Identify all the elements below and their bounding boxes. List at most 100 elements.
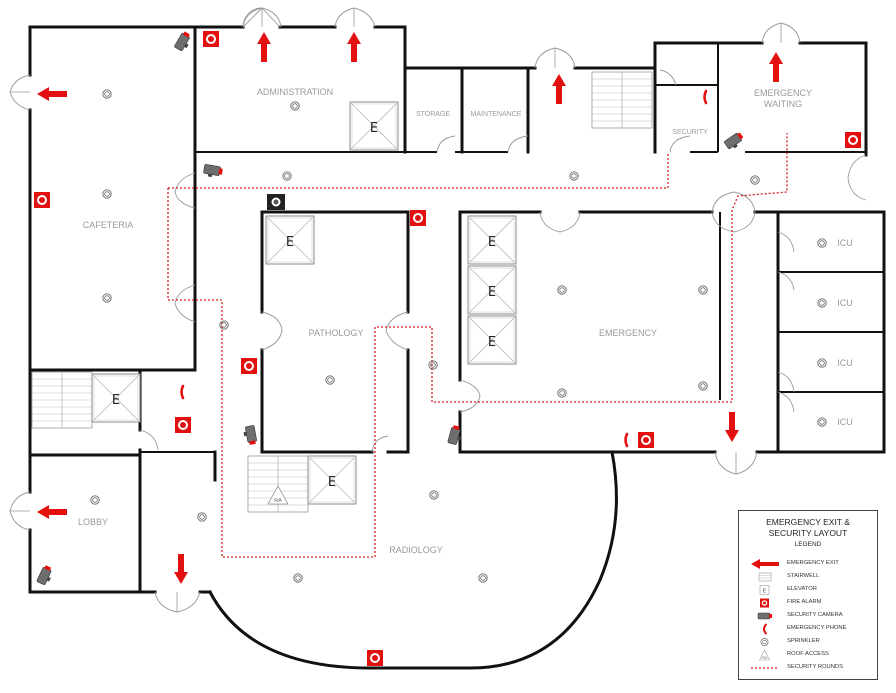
sprinkler-icon xyxy=(102,293,112,303)
stairwell-icon xyxy=(591,71,653,129)
room-label-icu-1: ICU xyxy=(837,238,853,248)
sprinkler-icon xyxy=(428,360,438,370)
roof-access-icon: RA xyxy=(759,649,770,661)
sprinkler-icon xyxy=(325,375,335,385)
emergency-exit-icon xyxy=(769,52,783,82)
security-camera-icon xyxy=(757,612,772,620)
room-label-security: SECURITY xyxy=(672,129,708,136)
fire-alarm-icon xyxy=(410,210,426,226)
fire-alarm-icon xyxy=(760,598,769,608)
security-rounds-icon xyxy=(751,667,779,669)
roof-access-icon: RA xyxy=(267,485,289,505)
legend-item-stairwell: STAIRWELL xyxy=(739,571,877,583)
room-label-emergency: EMERGENCY xyxy=(599,328,657,338)
sprinkler-icon xyxy=(557,388,567,398)
emergency-phone-icon xyxy=(703,89,708,105)
emergency-exits xyxy=(37,32,783,584)
svg-text:E: E xyxy=(286,235,294,250)
svg-text:E: E xyxy=(328,475,336,490)
sprinkler-icon xyxy=(478,573,488,583)
sprinkler-icon xyxy=(219,320,229,330)
fire-alarm-icon xyxy=(241,358,257,374)
room-label-icu-4: ICU xyxy=(837,417,853,427)
sprinkler-icon xyxy=(760,638,769,646)
room-label-emergency-waiting-2: WAITING xyxy=(764,99,802,109)
security-cameras xyxy=(36,30,747,587)
sprinkler-icon xyxy=(698,285,708,295)
elevator-icon: E xyxy=(91,373,141,423)
elevator-icon: E xyxy=(349,101,399,151)
sprinkler-icon xyxy=(698,381,708,391)
fire-alarm-icon xyxy=(203,31,219,47)
sprinkler-icon xyxy=(293,573,303,583)
sprinkler-icon xyxy=(569,171,579,181)
emergency-exit-icon xyxy=(37,505,67,519)
emergency-phones xyxy=(180,89,708,448)
sprinkler-icon xyxy=(817,298,827,308)
sprinkler-icon xyxy=(102,189,112,199)
emergency-exit-icon xyxy=(751,559,779,569)
legend-item-roof-access: RA ROOF ACCESS xyxy=(739,649,877,661)
emergency-exit-icon xyxy=(347,32,361,62)
emergency-exit-icon xyxy=(257,32,271,62)
fire-alarm-icon xyxy=(638,432,654,448)
elevator-icon: E xyxy=(467,315,517,365)
legend-item-sprinkler: SPRINKLER xyxy=(739,636,877,648)
room-label-pathology: PATHOLOGY xyxy=(309,328,364,338)
elevator-icon: E xyxy=(307,455,357,505)
legend-title: EMERGENCY EXIT & SECURITY LAYOUT xyxy=(766,517,850,538)
room-label-lobby: LOBBY xyxy=(78,517,108,527)
room-label-icu-2: ICU xyxy=(837,298,853,308)
legend-item-security-rounds: SECURITY ROUNDS xyxy=(739,662,877,674)
sprinkler-icon xyxy=(750,175,760,185)
sprinkler-icon xyxy=(290,101,300,111)
emergency-exit-icon xyxy=(725,412,739,442)
room-labels: ADMINISTRATION STORAGE MAINTENANCE SECUR… xyxy=(78,87,853,555)
security-camera-icon xyxy=(723,130,747,152)
fire-alarm-icon xyxy=(34,192,50,208)
svg-text:RA: RA xyxy=(274,498,282,504)
elevator-icon: E xyxy=(467,265,517,315)
security-camera-icon xyxy=(173,30,194,53)
room-label-cafeteria: CAFETERIA xyxy=(83,220,134,230)
stairwells xyxy=(31,71,653,513)
doors xyxy=(9,7,867,613)
emergency-exit-icon xyxy=(174,554,188,584)
svg-text:E: E xyxy=(488,235,496,250)
security-camera-icon xyxy=(242,424,258,447)
sprinkler-icon xyxy=(557,285,567,295)
svg-text:RA: RA xyxy=(762,656,768,660)
sprinkler-icon xyxy=(197,512,207,522)
room-label-radiology: RADIOLOGY xyxy=(389,545,443,555)
svg-text:E: E xyxy=(112,393,120,408)
emergency-phone-icon xyxy=(180,384,185,400)
svg-text:E: E xyxy=(488,285,496,300)
sprinkler-icon xyxy=(282,171,292,181)
sprinkler-icon xyxy=(817,238,827,248)
svg-text:E: E xyxy=(763,589,767,595)
legend-item-security-camera: SECURITY CAMERA xyxy=(739,610,877,622)
fire-alarm-icon xyxy=(845,132,861,148)
security-camera-icon xyxy=(267,194,285,210)
sprinkler-icon xyxy=(429,490,439,500)
fire-alarm-icon xyxy=(367,650,383,666)
room-label-emergency-waiting: EMERGENCY xyxy=(754,88,812,98)
elevators: E E E E E E E xyxy=(91,101,517,505)
legend-item-elevator: E ELEVATOR xyxy=(739,584,877,596)
fire-alarm-icon xyxy=(175,417,191,433)
legend-item-fire-alarm: FIRE ALARM xyxy=(739,597,877,609)
fire-alarms xyxy=(34,31,861,666)
stairwell-icon xyxy=(31,371,93,429)
room-label-icu-3: ICU xyxy=(837,358,853,368)
svg-text:E: E xyxy=(488,335,496,350)
emergency-exit-icon xyxy=(37,87,67,101)
sprinkler-icon xyxy=(817,417,827,427)
svg-text:E: E xyxy=(370,121,378,136)
stairwell-icon xyxy=(758,572,772,582)
room-label-administration: ADMINISTRATION xyxy=(257,87,333,97)
elevator-icon: E xyxy=(265,215,315,265)
elevator-icon: E xyxy=(759,585,770,595)
room-label-storage: STORAGE xyxy=(416,111,450,118)
security-camera-icon xyxy=(202,163,224,180)
